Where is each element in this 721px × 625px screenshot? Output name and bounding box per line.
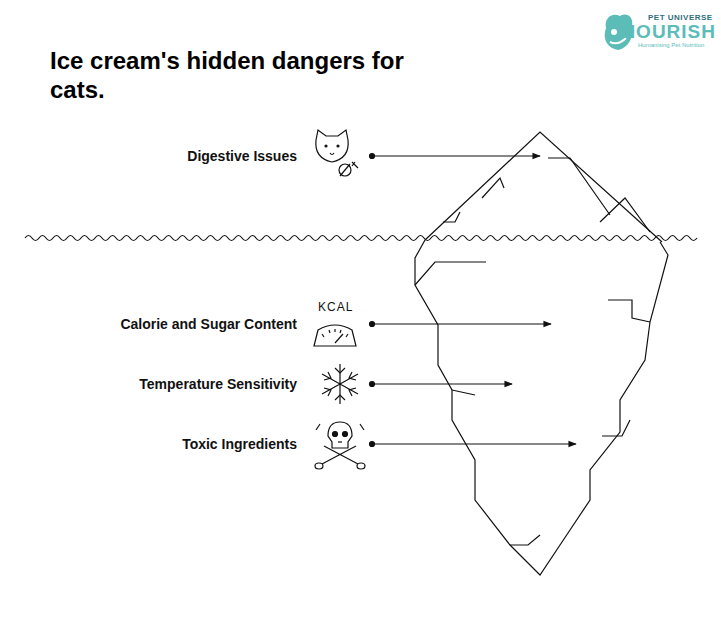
danger-label: Calorie and Sugar Content xyxy=(120,316,297,332)
gauge-icon xyxy=(314,325,356,346)
danger-label: Temperature Sensitivity xyxy=(139,376,297,392)
logo-tagline: Humanising Pet Nutrition xyxy=(638,42,704,49)
snowflake-icon xyxy=(322,364,358,404)
icon-label: KCAL xyxy=(318,301,353,315)
leader-arrows xyxy=(370,154,577,447)
logo-text: PET UNIVERSE xyxy=(648,13,713,22)
danger-label: Digestive Issues xyxy=(187,148,297,164)
logo-brand: NOURISH xyxy=(621,21,716,43)
title: Ice cream's hidden dangers for cats. xyxy=(50,46,415,104)
skull-icon xyxy=(315,422,365,469)
water-line xyxy=(25,236,697,241)
cat-icon xyxy=(316,130,358,176)
iceberg xyxy=(415,132,668,575)
danger-label: Toxic Ingredients xyxy=(182,436,297,452)
